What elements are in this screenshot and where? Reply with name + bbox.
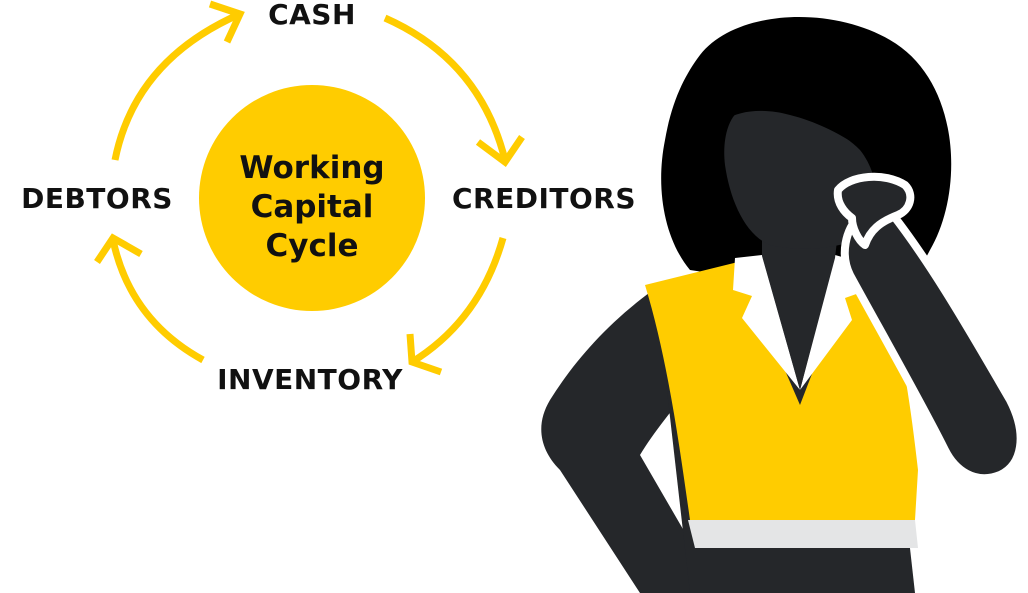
node-cash: CASH — [268, 0, 356, 31]
vest — [645, 262, 918, 520]
belt — [688, 520, 918, 548]
collar-right — [800, 255, 862, 390]
hand — [833, 172, 915, 249]
neck — [762, 230, 838, 390]
node-debtors: DEBTORS — [21, 182, 173, 215]
arrow-cash-to-creditors — [383, 14, 525, 167]
center-line-2: Capital — [251, 189, 374, 225]
arrow-inventory-to-debtors — [94, 233, 205, 364]
node-creditors: CREDITORS — [452, 182, 636, 215]
center-line-3: Cycle — [266, 228, 359, 264]
center-circle — [199, 85, 425, 311]
face — [724, 107, 877, 249]
center-line-1: Working — [239, 150, 384, 186]
thinking-woman-icon — [541, 17, 1025, 593]
arrow-debtors-to-cash — [111, 0, 245, 161]
collar-left — [733, 255, 800, 390]
node-inventory: INVENTORY — [217, 363, 403, 396]
cycle-arrows — [94, 0, 525, 376]
arrow-creditors-to-inventory — [406, 237, 507, 376]
right-arm — [840, 201, 1025, 483]
hair-fringe — [715, 56, 893, 176]
